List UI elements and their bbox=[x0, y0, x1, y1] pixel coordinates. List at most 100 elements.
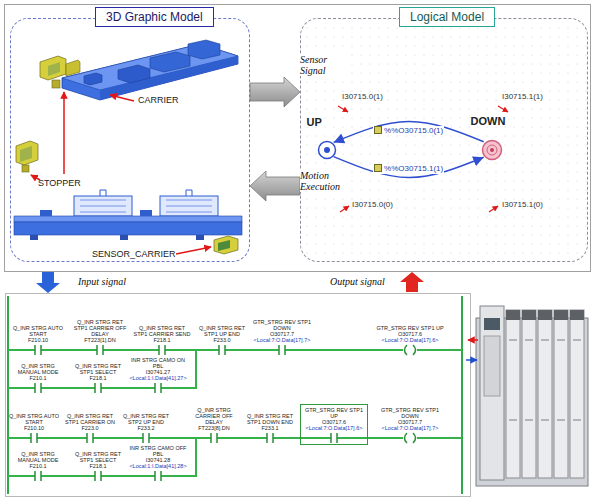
contact-symbol bbox=[35, 344, 41, 356]
contact-symbol bbox=[95, 383, 101, 393]
contact-symbol bbox=[97, 344, 103, 356]
state-circle bbox=[318, 141, 335, 158]
signal-name: I30715.0(1) bbox=[342, 92, 383, 101]
conveyor-side-view bbox=[14, 222, 242, 235]
contact-symbol bbox=[35, 344, 41, 356]
contact-symbol bbox=[155, 471, 161, 481]
stopper bbox=[20, 146, 32, 162]
carrier-3d bbox=[150, 52, 190, 72]
signal-name: I30715.1(1) bbox=[502, 92, 543, 101]
contact-symbol bbox=[331, 432, 337, 444]
ladder-element-text: GTR_STRG REV STP1 UPO30717.6<Local:7:O.D… bbox=[373, 325, 447, 343]
contact-symbol bbox=[35, 470, 41, 482]
signal-name: I30715.0(0) bbox=[352, 200, 393, 209]
contact-symbol bbox=[155, 382, 161, 394]
ladder-tag: Q_INR STRG AUTO START bbox=[10, 325, 66, 337]
contact-symbol bbox=[143, 433, 149, 443]
ladder-tag: Q_INR STRG RET STP1 CARRIER SEND bbox=[133, 325, 191, 337]
flow-label: Input signal bbox=[78, 276, 126, 287]
stopper bbox=[16, 56, 80, 172]
coil-symbol bbox=[405, 345, 416, 355]
contact-symbol bbox=[159, 345, 165, 355]
ladder-tag: Q_INR STRG RET STP1 CARRIER ON bbox=[63, 413, 117, 425]
ladder-tag: Q_INR STRG RET STP1 DOWN END bbox=[243, 413, 297, 425]
contact-symbol bbox=[143, 432, 149, 444]
ladder bbox=[8, 437, 462, 439]
contact-symbol bbox=[279, 345, 285, 355]
contact-symbol bbox=[331, 433, 337, 443]
ladder-tag: F233.1 bbox=[261, 425, 278, 431]
ladder-element-text: Q_INR STRG RET STP1 UP ENDF233.0 bbox=[193, 325, 251, 343]
state-node: DOWN bbox=[481, 139, 503, 161]
carrier-3d bbox=[84, 73, 102, 85]
ladder-tag: F233.2 bbox=[137, 425, 154, 431]
flow-label: Output signal bbox=[330, 276, 385, 287]
coil-symbol bbox=[403, 432, 417, 444]
contact-symbol bbox=[219, 345, 225, 355]
plc-wire bbox=[468, 339, 478, 341]
contact-symbol bbox=[35, 470, 41, 482]
ladder-tag: <Local:1:I.Data[41].28> bbox=[129, 463, 186, 469]
coil-symbol bbox=[403, 344, 417, 356]
ladder-tag: <Local:7:O.Data[17].6> bbox=[382, 337, 439, 343]
panel-title: 3D Graphic Model bbox=[95, 7, 214, 27]
ladder-element-text: Q_INR STRG CARRIER OFF DELAYFT223[8].DN bbox=[186, 407, 242, 431]
sensor bbox=[214, 236, 238, 254]
signal-name: I30715.1(0) bbox=[502, 200, 543, 209]
plc-rack bbox=[570, 310, 584, 478]
ladder-element-text: Q_INR STRG RET STP1 CARRIER OFF DELAYFT2… bbox=[71, 319, 129, 343]
coil-symbol bbox=[405, 433, 416, 443]
ladder-tag: <Local:7:O.Data[17].7> bbox=[382, 425, 439, 431]
ladder-tag: I30741.28 bbox=[146, 457, 170, 463]
sensor bbox=[218, 240, 230, 251]
stopper bbox=[22, 165, 29, 172]
contact-symbol bbox=[159, 344, 165, 356]
ladder-element-text: Q_INR STRG RET STP1 CARRIER ONF223.0 bbox=[63, 413, 117, 431]
contact-symbol bbox=[267, 432, 273, 444]
contact-symbol bbox=[87, 432, 93, 444]
conveyor-side-view bbox=[74, 196, 132, 216]
contact-symbol bbox=[35, 382, 41, 394]
ladder-tag: F210.1 bbox=[29, 463, 46, 469]
ladder-tag: Q_INR STRG RET STP1 CARRIER OFF DELAY bbox=[71, 319, 129, 337]
conveyor-side-view bbox=[30, 235, 38, 240]
ladder-tag: FT223[1].DN bbox=[84, 337, 115, 343]
plc-rack bbox=[509, 340, 581, 420]
conveyor-side-view bbox=[80, 200, 126, 212]
edge-label: Motion Execution bbox=[300, 170, 340, 192]
ladder-tag: GTR_STRG REV STP1 DOWN bbox=[373, 407, 447, 419]
plc-rack bbox=[484, 318, 500, 330]
ladder bbox=[461, 296, 463, 494]
grid-ground bbox=[301, 19, 588, 261]
contact-symbol bbox=[267, 433, 273, 443]
ladder-element-text: Q_INR STRG MANUAL MODEF210.1 bbox=[10, 363, 66, 381]
leader-arrow bbox=[63, 92, 65, 174]
stopper bbox=[16, 141, 38, 165]
carrier-3d bbox=[188, 40, 220, 59]
plc-wire bbox=[466, 359, 477, 361]
ladder-tag: F218.1 bbox=[153, 337, 170, 343]
transition-arrow bbox=[334, 121, 484, 142]
contact-symbol bbox=[87, 433, 93, 443]
part-name: SENSOR_CARRIER bbox=[92, 249, 176, 259]
edge-label-patch: Motion Execution bbox=[300, 170, 348, 192]
ladder-element-text: GTR_STRG REV STP1 DOWNO30717.7<Local:7:O… bbox=[251, 319, 313, 343]
state-node: UP bbox=[317, 140, 337, 160]
signal-block-arrow bbox=[250, 77, 300, 107]
contact-symbol bbox=[219, 344, 225, 356]
signal-arrow bbox=[338, 106, 348, 112]
ladder-tag: Q_INR STRG MANUAL MODE bbox=[10, 451, 66, 463]
contact-symbol bbox=[95, 471, 101, 481]
stopper bbox=[40, 56, 66, 80]
ladder-element-text: Q_INR STRG RET STP2 UP ENDF233.2 bbox=[119, 413, 173, 431]
contact-symbol bbox=[155, 383, 161, 393]
signal-icon bbox=[374, 164, 382, 172]
frame bbox=[5, 5, 591, 272]
io-arrow bbox=[36, 272, 60, 293]
state-name: UP bbox=[307, 116, 322, 128]
plc-rack bbox=[538, 310, 552, 320]
ladder bbox=[6, 294, 471, 497]
plc-rack bbox=[554, 310, 568, 320]
carrier-3d bbox=[62, 40, 238, 100]
contact-symbol bbox=[95, 382, 101, 394]
